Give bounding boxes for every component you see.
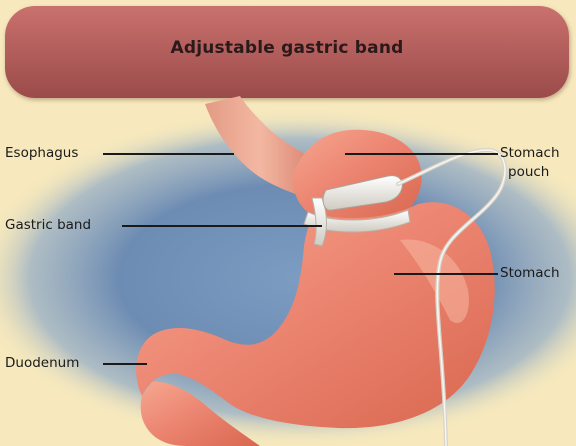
label-duodenum: Duodenum xyxy=(5,355,79,372)
label-stomach: Stomach xyxy=(500,265,560,282)
label-esophagus: Esophagus xyxy=(5,145,78,162)
label-gastric-band: Gastric band xyxy=(5,217,91,234)
label-stomach-pouch-line1: Stomach xyxy=(500,145,560,162)
label-stomach-pouch-line2: pouch xyxy=(508,164,549,181)
